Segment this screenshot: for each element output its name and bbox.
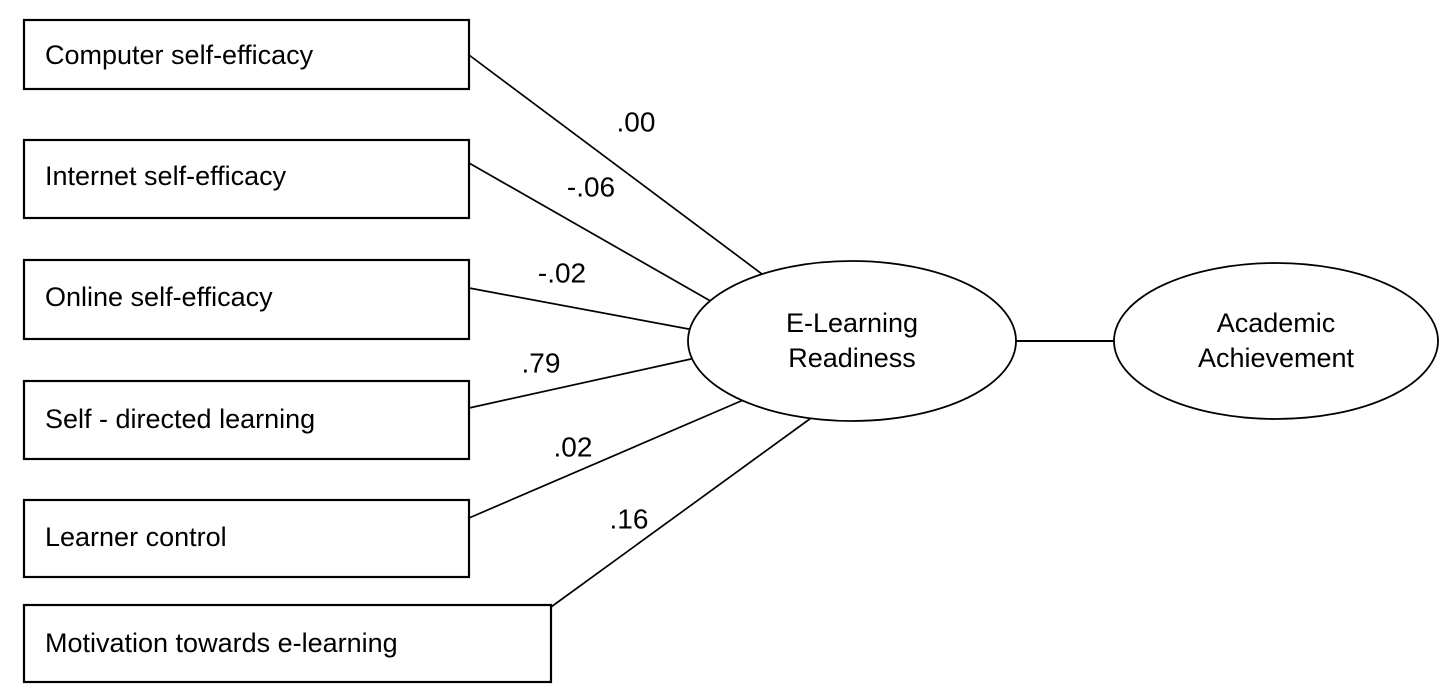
path-coefficient-labels: .00 -.06 -.02 .79 .02 .16: [522, 106, 656, 534]
box-rect: [22, 498, 471, 579]
box-rect: [22, 603, 553, 684]
box-label: Learner control: [45, 522, 227, 552]
node-box-learner-control[interactable]: Learner control: [22, 498, 471, 579]
path-lines-group: [468, 54, 1114, 608]
ellipse-label-line1: E-Learning: [786, 308, 918, 338]
box-label: Internet self-efficacy: [45, 161, 287, 191]
latent-variable-ellipses: E-Learning Readiness Academic Achievemen…: [687, 260, 1439, 422]
ellipse-shape: [687, 260, 1017, 422]
ellipse-label-line1: Academic: [1217, 308, 1336, 338]
path-line-motivation-towards-elearning: [550, 412, 819, 608]
box-label: Self - directed learning: [45, 404, 315, 434]
box-label: Motivation towards e-learning: [45, 628, 398, 658]
node-ellipse-academic-achievement[interactable]: Academic Achievement: [1113, 262, 1439, 420]
coefficient-label-internet-self-efficacy: -.06: [567, 171, 615, 202]
node-box-computer-self-efficacy[interactable]: Computer self-efficacy: [22, 18, 471, 91]
path-line-self-directed-learning: [468, 356, 701, 409]
coefficient-label-online-self-efficacy: -.02: [538, 257, 586, 288]
path-line-computer-self-efficacy: [468, 54, 767, 278]
coefficient-label-self-directed-learning: .79: [522, 347, 561, 378]
box-rect: [22, 379, 471, 461]
observed-variable-boxes: Computer self-efficacy Internet self-eff…: [22, 18, 553, 684]
box-rect: [22, 18, 471, 91]
node-box-self-directed-learning[interactable]: Self - directed learning: [22, 379, 471, 461]
node-ellipse-e-learning-readiness[interactable]: E-Learning Readiness: [687, 260, 1017, 422]
node-box-motivation-towards-elearning[interactable]: Motivation towards e-learning: [22, 603, 553, 684]
node-box-online-self-efficacy[interactable]: Online self-efficacy: [22, 258, 471, 341]
ellipse-label-line2: Readiness: [788, 343, 916, 373]
box-rect: [22, 258, 471, 341]
path-line-internet-self-efficacy: [468, 162, 715, 304]
ellipse-label-line2: Achievement: [1198, 343, 1355, 373]
path-line-online-self-efficacy: [468, 287, 695, 331]
node-box-internet-self-efficacy[interactable]: Internet self-efficacy: [22, 138, 471, 220]
box-label: Computer self-efficacy: [45, 40, 314, 70]
ellipse-shape: [1113, 262, 1439, 420]
coefficient-label-motivation-towards-elearning: .16: [610, 503, 649, 534]
box-rect: [22, 138, 471, 220]
box-label: Online self-efficacy: [45, 282, 273, 312]
coefficient-label-learner-control: .02: [554, 431, 593, 462]
coefficient-label-computer-self-efficacy: .00: [617, 106, 656, 137]
path-line-learner-control: [468, 397, 749, 519]
